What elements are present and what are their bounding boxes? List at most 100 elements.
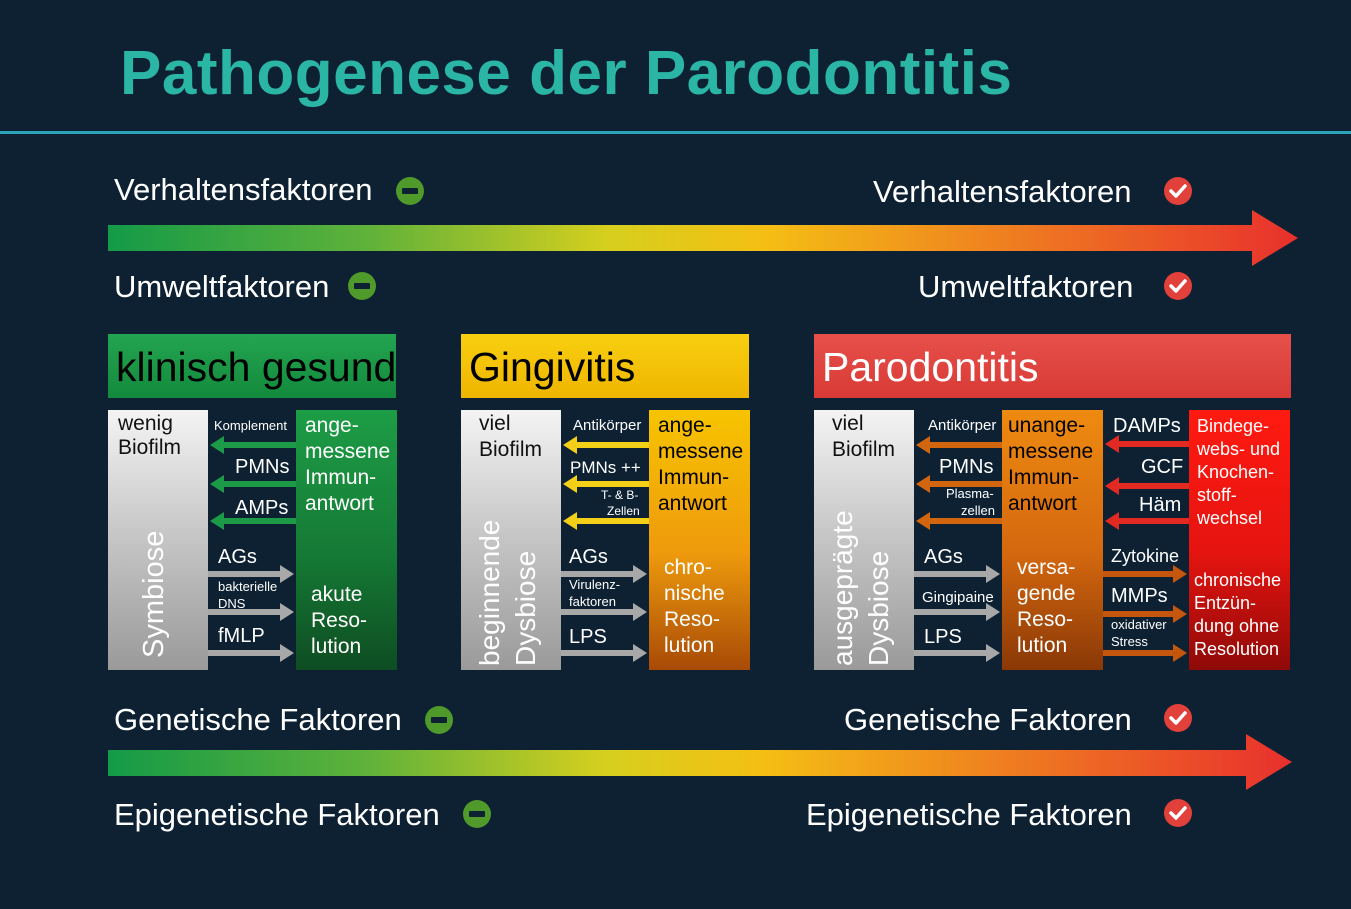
epigenetic-factor-left: Epigenetische Faktoren	[114, 797, 440, 832]
environment-factor-right: Umweltfaktoren	[918, 269, 1134, 304]
state-label-gingivitis: beginnende	[474, 519, 505, 666]
response-line: ange-	[658, 414, 712, 437]
biofilm-label: Biofilm	[118, 436, 182, 459]
check-circle-icon	[1164, 177, 1192, 205]
response-line: antwort	[658, 492, 727, 515]
host-arrow	[916, 436, 1002, 454]
microbe-arrow	[561, 565, 647, 583]
genetic-factor-right: Genetische Faktoren	[844, 702, 1132, 737]
damage-signal-label: Häm	[1139, 494, 1182, 516]
minus-circle-icon	[396, 177, 424, 205]
response-line: messene	[658, 440, 744, 463]
host-signal-label: AMPs	[235, 497, 289, 519]
mediator-label: Zytokine	[1111, 546, 1180, 566]
host-arrow	[210, 475, 296, 493]
damage-signal-label: GCF	[1141, 456, 1184, 478]
state-label-periodontitis: ausgeprägte	[827, 510, 858, 666]
genetic-factor-left: Genetische Faktoren	[114, 702, 402, 737]
state-label-gingivitis: Dysbiose	[510, 550, 541, 666]
damage-arrow	[1105, 512, 1189, 530]
microbe-signal-label: AGs	[924, 546, 963, 568]
resolution-line: Reso-	[1017, 608, 1074, 631]
mediator-label: Stress	[1111, 634, 1148, 649]
outcome-line: Resolution	[1194, 639, 1280, 659]
host-arrow	[210, 436, 296, 454]
tissue-line: wechsel	[1197, 508, 1263, 528]
host-signal-label: Antikörper	[928, 417, 997, 434]
mediator-label: MMPs	[1111, 585, 1168, 607]
tissue-line: Knochen-	[1197, 462, 1275, 482]
microbe-arrow	[914, 644, 1000, 662]
host-arrow	[916, 512, 1002, 530]
microbe-signal-label: AGs	[569, 546, 608, 568]
response-line: unange-	[1008, 414, 1086, 437]
biofilm-label: Biofilm	[479, 438, 543, 461]
state-label-periodontitis: Dysbiose	[863, 550, 894, 666]
tissue-line: stoff-	[1197, 485, 1237, 505]
minus-circle-icon	[463, 800, 491, 828]
biofilm-label: Biofilm	[832, 438, 896, 461]
outcome-line: Entzün-	[1194, 593, 1257, 613]
host-signal-label: Zellen	[607, 504, 640, 518]
response-line: ange-	[305, 414, 359, 437]
signal-arrows-gingivitis	[561, 436, 649, 662]
host-arrow	[563, 475, 649, 493]
response-line: messene	[305, 440, 391, 463]
mediator-label: oxidativer	[1111, 617, 1167, 632]
tissue-box-periodontitis: Bindege- webs- und Knochen- stoff- wechs…	[1189, 410, 1290, 670]
host-arrow	[916, 475, 1002, 493]
response-line: antwort	[1008, 492, 1077, 515]
check-circle-icon	[1164, 704, 1192, 732]
microbe-signal-label: LPS	[569, 626, 607, 648]
biofilm-label: viel	[832, 412, 864, 435]
damage-arrow	[1105, 477, 1189, 495]
check-circle-icon	[1164, 799, 1192, 827]
resolution-line: chro-	[664, 556, 712, 579]
response-line: antwort	[305, 492, 374, 515]
damage-signal-label: DAMPs	[1113, 415, 1181, 437]
microbe-arrow	[208, 603, 294, 621]
microbe-arrow	[208, 565, 294, 583]
microbe-arrow	[561, 644, 647, 662]
mediator-arrow	[1103, 565, 1187, 583]
signal-arrows-periodontitis-right	[1103, 435, 1189, 662]
title-divider	[0, 131, 1351, 134]
microbe-signal-label: AGs	[218, 546, 257, 568]
host-signal-label: PMNs ++	[570, 458, 641, 477]
response-line: Immun-	[658, 466, 730, 489]
resolution-line: Reso-	[664, 608, 721, 631]
host-arrow	[210, 512, 296, 530]
resolution-line: gende	[1017, 582, 1076, 605]
panel-header-periodontitis: Parodontitis	[814, 334, 1291, 398]
microbe-signal-label: faktoren	[569, 594, 616, 609]
panel-header-healthy: klinisch gesund	[108, 334, 396, 398]
resolution-line: akute	[311, 583, 363, 606]
microbe-signal-label: fMLP	[218, 625, 265, 647]
minus-circle-icon	[348, 272, 376, 300]
resolution-line: nische	[664, 582, 725, 605]
biofilm-box-gingivitis: viel Biofilm beginnende Dysbiose	[461, 410, 561, 670]
tissue-line: Bindege-	[1197, 416, 1270, 436]
resolution-line: lution	[664, 634, 715, 657]
bottom-gradient-arrow	[108, 734, 1292, 790]
panel-header-gingivitis: Gingivitis	[461, 334, 749, 398]
response-box-gingivitis: ange- messene Immun- antwort chro- nisch…	[649, 410, 750, 670]
damage-arrow	[1105, 435, 1189, 453]
host-signal-label: Plasma-	[946, 486, 994, 501]
biofilm-box-periodontitis: viel Biofilm ausgeprägte Dysbiose	[814, 410, 914, 670]
signal-arrows-periodontitis-left	[914, 436, 1002, 662]
resolution-line: lution	[1017, 634, 1068, 657]
host-signal-label: T- & B-	[601, 488, 639, 502]
host-signal-label: zellen	[961, 503, 995, 518]
biofilm-label: wenig	[118, 412, 173, 435]
microbe-signal-label: Virulenz-	[569, 577, 621, 592]
microbe-arrow	[914, 565, 1000, 583]
host-arrow	[563, 512, 649, 530]
response-line: Immun-	[305, 466, 377, 489]
mediator-arrow	[1103, 644, 1187, 662]
microbe-signal-label: Gingipaine	[922, 589, 994, 606]
minus-circle-icon	[425, 706, 453, 734]
microbe-signal-label: bakterielle	[218, 579, 278, 594]
